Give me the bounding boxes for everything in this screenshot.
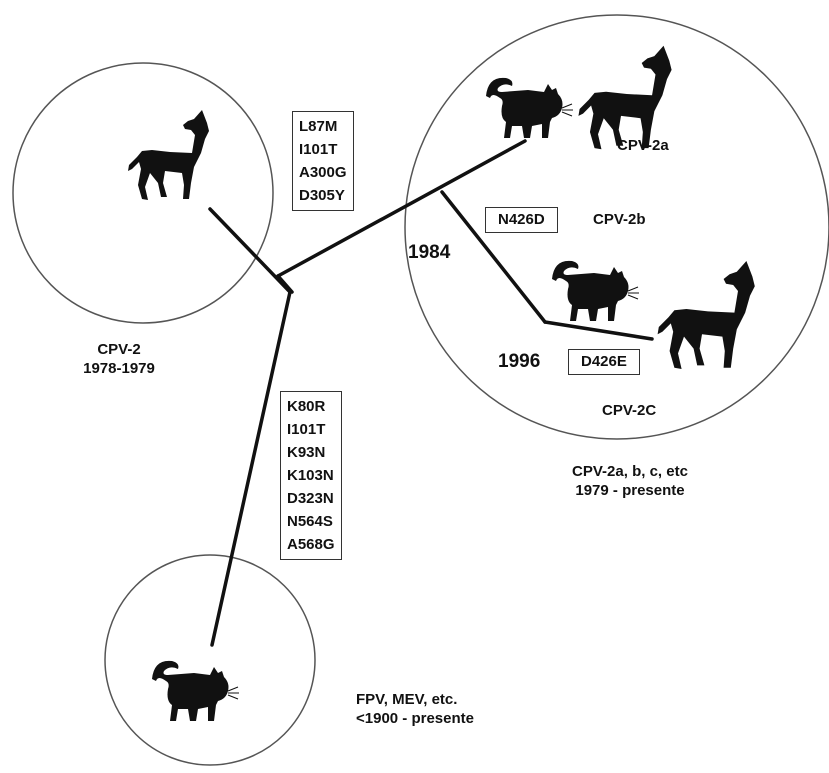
cpv2-label: CPV-2 1978-1979 [78,340,160,378]
cpv2c-mutation-box: D426E [568,349,640,375]
cat-icon [486,78,573,138]
dog-icon [578,46,671,150]
dog-icon [658,261,755,369]
mutation-label: D426E [581,353,627,371]
cat-icon [152,661,239,721]
cpv2-variants-name: CPV-2a, b, c, etc [545,462,715,481]
cpv2-name: CPV-2 [78,340,160,359]
mutation-label: D323N [287,487,335,510]
tree-branches [210,141,652,645]
cat-icon [552,261,639,321]
mutation-label: L87M [299,115,347,138]
cpv2-years: 1978-1979 [78,359,160,378]
mutation-label: I101T [299,138,347,161]
mutation-label: A300G [299,161,347,184]
mutation-label: K80R [287,395,335,418]
branch-cpv2 [210,209,290,292]
branch-fpv [212,292,290,645]
cpv2-variants-label: CPV-2a, b, c, etc 1979 - presente [545,462,715,500]
mutation-label: N564S [287,510,335,533]
cpv2-variants-years: 1979 - presente [545,481,715,500]
year-1984: 1984 [408,242,450,264]
mutation-label: A568G [287,533,335,556]
year-1996: 1996 [498,351,540,373]
fpv-years: <1900 - presente [356,709,474,728]
cpv2b-label: CPV-2b [593,210,646,229]
mutation-label: K93N [287,441,335,464]
fpv-name: FPV, MEV, etc. [356,690,474,709]
mutation-label: N426D [498,211,545,229]
fpv-circle [105,555,315,765]
branch-cpv2c [545,322,652,339]
cpv2-mutation-box: L87M I101T A300G D305Y [292,111,354,211]
cpv2a-label: CPV-2a [617,136,669,155]
fpv-label: FPV, MEV, etc. <1900 - presente [356,690,474,728]
mutation-label: K103N [287,464,335,487]
mutation-label: I101T [287,418,335,441]
dog-icon [128,110,209,200]
cpv2b-mutation-box: N426D [485,207,558,233]
cpv2c-label: CPV-2C [602,401,656,420]
fpv-mutation-box: K80R I101T K93N K103N D323N N564S A568G [280,391,342,560]
mutation-label: D305Y [299,184,347,207]
